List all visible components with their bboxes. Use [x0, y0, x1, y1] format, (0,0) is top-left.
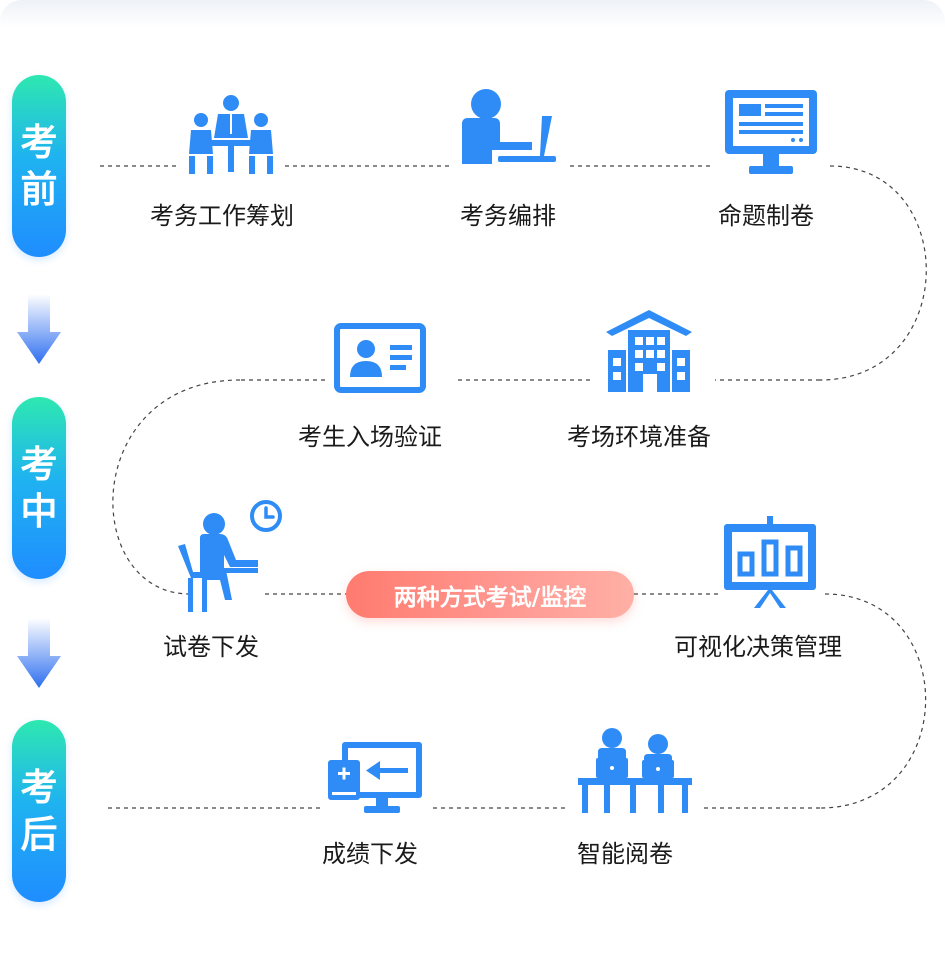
step-label-paper-setting: 命题制卷 [718, 202, 814, 230]
typing-laptop-icon [462, 89, 556, 164]
marking-teachers-icon [578, 728, 692, 813]
phase-char: 后 [20, 813, 58, 856]
id-card-icon [334, 323, 426, 393]
step-label-exam-arrangement: 考务编排 [460, 202, 556, 230]
step-label-smart-marking: 智能阅卷 [577, 840, 673, 868]
exam-taker-clock-icon [178, 500, 282, 612]
down-arrow-icon [17, 294, 61, 364]
phase-char: 中 [20, 490, 58, 533]
step-label-exam-planning: 考务工作筹划 [150, 202, 294, 230]
phase-char: 前 [20, 168, 58, 211]
phase-char: 考 [20, 120, 58, 164]
phase-char: 考 [20, 442, 58, 486]
score-transfer-icon [328, 742, 422, 813]
down-arrow-icon [17, 618, 61, 688]
phase-after-exam: 考 后 [12, 720, 66, 902]
monitor-document-icon [725, 90, 817, 174]
phase-before-exam: 考 前 [12, 75, 66, 257]
step-label-paper-distribution: 试卷下发 [163, 633, 259, 661]
phase-char: 考 [20, 765, 58, 809]
step-label-visual-decision: 可视化决策管理 [674, 633, 842, 661]
step-label-venue-preparation: 考场环境准备 [567, 423, 711, 451]
meeting-icon [189, 95, 273, 174]
step-label-score-release: 成绩下发 [322, 840, 418, 868]
step-label-candidate-verification: 考生入场验证 [298, 423, 442, 451]
exam-mode-badge: 两种方式考试/监控 [346, 571, 634, 618]
presentation-chart-icon [724, 516, 816, 608]
school-building-icon [606, 310, 692, 392]
phase-during-exam: 考 中 [12, 397, 66, 579]
